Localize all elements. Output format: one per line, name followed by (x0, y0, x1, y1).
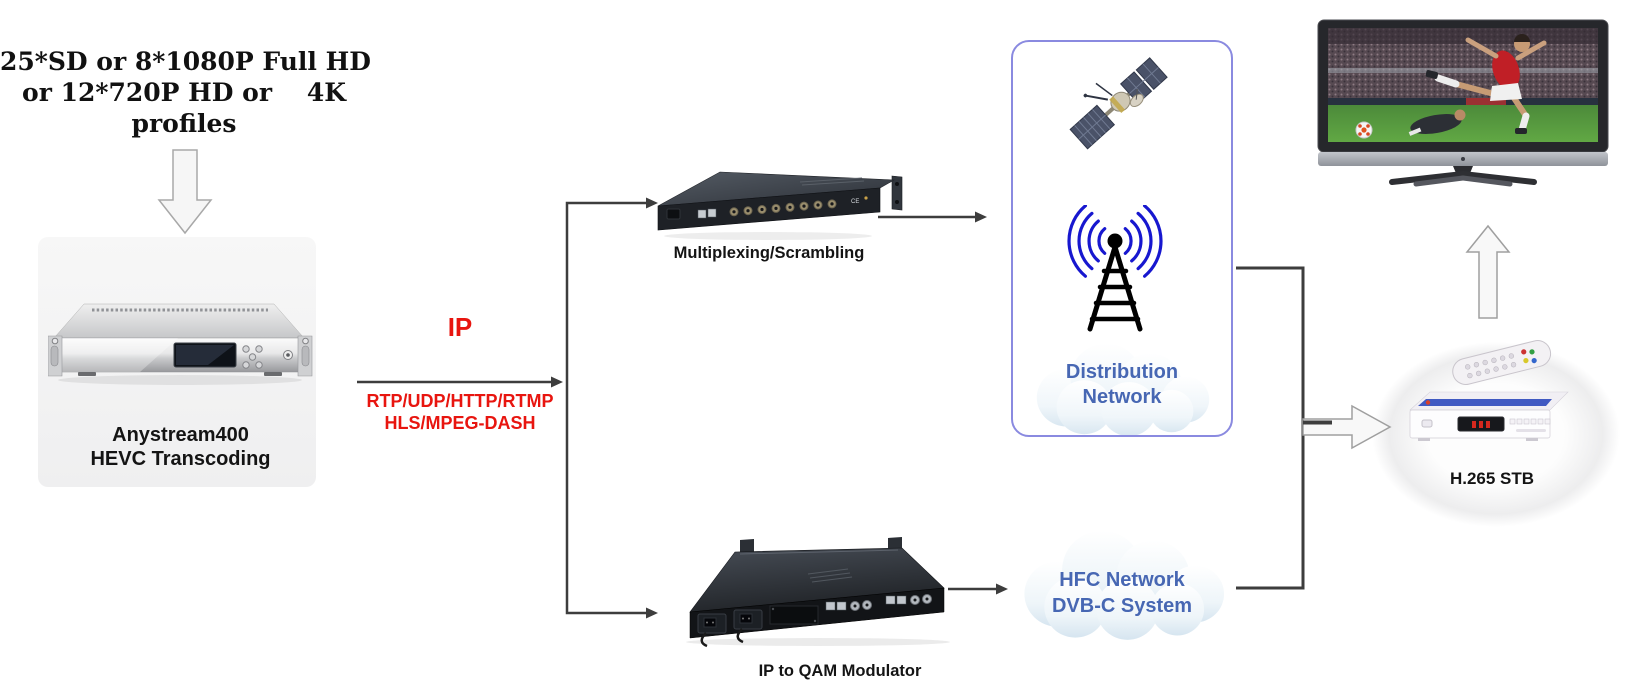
tv-screen-football (1328, 28, 1598, 142)
broadcast-antenna-icon (1067, 205, 1163, 332)
radio-waves-right (1123, 205, 1163, 278)
hfc-line1: HFC Network (1059, 569, 1185, 591)
encoder-label: Anystream400 HEVC Transcoding (58, 423, 303, 471)
power-inlet (666, 208, 681, 220)
distribution-line2: Network (1082, 386, 1162, 408)
cloud-icon (1036, 343, 1210, 435)
io-port-group-2 (885, 594, 932, 605)
remote-control (1452, 340, 1552, 385)
protocols-line1: RTP/UDP/HTTP/RTMP (366, 391, 554, 411)
stb-buttons (1509, 418, 1551, 425)
distribution-network-label: Distribution Network (1013, 360, 1231, 410)
headline-line1: 25*SD or 8*1080P Full HD (0, 47, 371, 76)
encoder-name: Anystream400 (112, 424, 249, 446)
down-arrow-icon (157, 149, 213, 235)
tv-stand-legs (1389, 171, 1537, 185)
headline-line2: or 12*720P HD or 4K (22, 78, 346, 107)
hfc-network-label: HFC Network DVB-C System (1002, 567, 1242, 619)
multiplexer-device: CE (657, 171, 903, 240)
protocols-label: RTP/UDP/HTTP/RTMP HLS/MPEG-DASH (337, 391, 583, 434)
antenna-tower (1087, 244, 1143, 332)
power-supply-modules (697, 609, 763, 648)
stb-device (1409, 340, 1569, 441)
tv-icon (1317, 19, 1609, 187)
stb-label-strip (1418, 399, 1552, 406)
qam-modulator-label: IP to QAM Modulator (758, 662, 922, 680)
satellite-icon (1069, 57, 1168, 150)
hfc-line2: DVB-C System (1051, 595, 1193, 617)
io-port-group-1 (825, 600, 872, 611)
distribution-line1: Distribution (1065, 361, 1179, 383)
distribution-network-box: Distribution Network (1011, 40, 1233, 437)
svg-text:CE: CE (851, 199, 859, 205)
stb-label: H.265 STB (1449, 469, 1535, 488)
bnc-connectors (729, 199, 837, 217)
hfc-cloud-icon (1024, 530, 1225, 640)
transcoder-device (48, 303, 313, 385)
headline-line3: profiles (131, 109, 237, 138)
radio-waves-left (1067, 205, 1107, 278)
ip-label: IP (447, 312, 473, 342)
multiplexer-label: Multiplexing/Scrambling (673, 244, 865, 262)
qam-modulator-device (686, 537, 950, 648)
source-profiles-text: 25*SD or 8*1080P Full HD or 12*720P HD o… (0, 46, 371, 139)
encoder-function: HEVC Transcoding (90, 448, 271, 470)
football-player (1425, 34, 1547, 134)
up-arrow-icon (1465, 224, 1511, 319)
protocols-line2: HLS/MPEG-DASH (384, 412, 536, 433)
front-panel-buttons (242, 345, 263, 369)
